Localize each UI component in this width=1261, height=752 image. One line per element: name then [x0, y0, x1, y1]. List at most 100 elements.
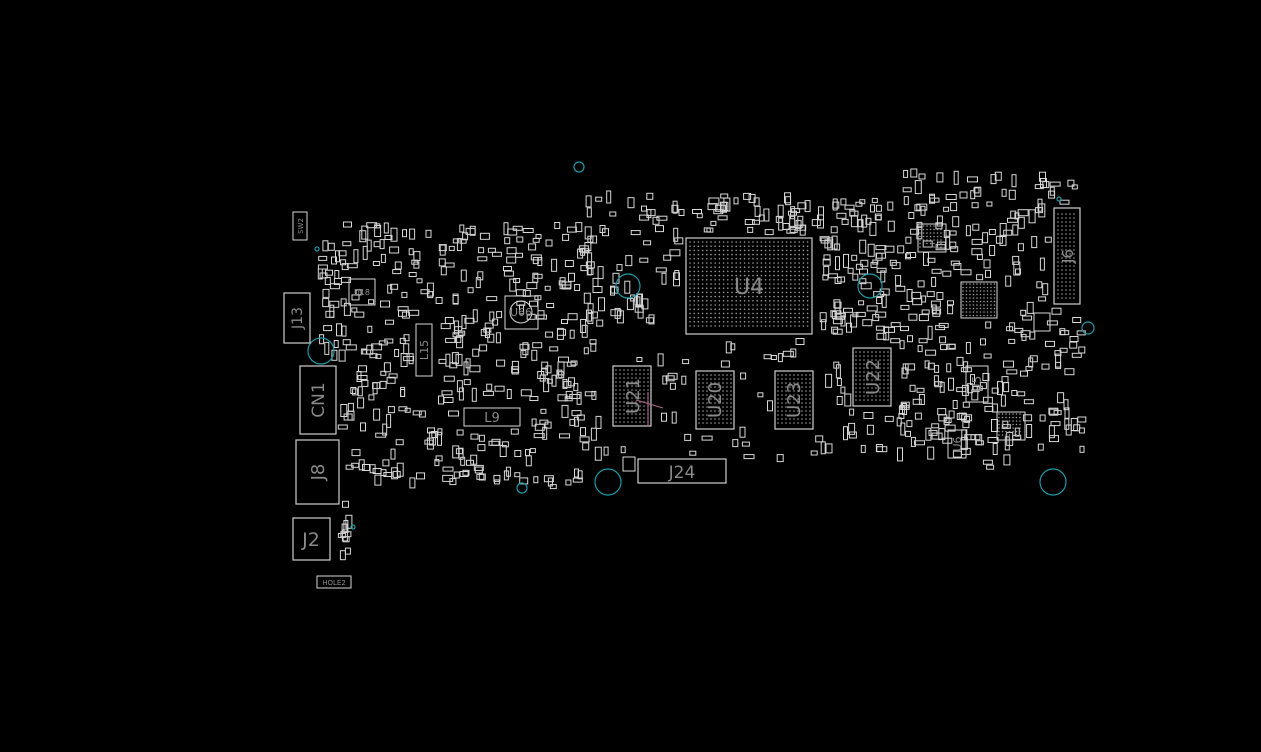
component-u22[interactable]: U22	[852, 347, 892, 407]
bga-ball	[867, 363, 869, 365]
bga-ball	[752, 300, 754, 302]
connector-j6[interactable]: J6	[1053, 207, 1081, 305]
connector-j8[interactable]: J8	[295, 439, 340, 505]
smd-pad	[350, 387, 357, 394]
bga-ball	[631, 401, 633, 403]
mounting-hole[interactable]	[857, 273, 883, 299]
component-u4[interactable]: U4	[685, 237, 813, 335]
component-u66[interactable]: U66	[504, 295, 539, 330]
bga-ball	[727, 283, 729, 285]
component-u21[interactable]: U21	[612, 365, 652, 427]
bga-ball	[635, 413, 637, 415]
bga-ball	[789, 418, 791, 420]
bga-ball	[710, 394, 712, 396]
smd-pad	[343, 302, 351, 316]
bga-ball	[781, 262, 784, 264]
bga-ball	[698, 378, 700, 380]
bga-ball	[993, 286, 996, 289]
bga-ball	[769, 283, 771, 285]
bga-ball	[1073, 273, 1075, 275]
smd-pad	[456, 238, 462, 252]
smd-pad	[534, 423, 545, 431]
bga-ball	[983, 314, 985, 317]
bga-ball	[794, 304, 796, 306]
component-u5[interactable]: U5	[965, 365, 989, 403]
smd-pad	[449, 362, 458, 369]
mounting-hole[interactable]	[307, 337, 335, 365]
bga-ball	[693, 308, 695, 311]
smd-pad	[1009, 322, 1016, 332]
smd-pad	[863, 412, 874, 419]
bga-ball	[798, 266, 800, 269]
smd-pad	[870, 204, 875, 213]
bga-ball	[879, 383, 881, 385]
ic-package[interactable]	[1033, 312, 1051, 332]
connector-j13[interactable]: J13	[283, 292, 311, 344]
bga-ball	[1057, 277, 1059, 279]
bga-ball	[693, 283, 695, 285]
smd-pad	[857, 219, 864, 233]
inductor-l15[interactable]: L15	[415, 323, 433, 377]
component-u23[interactable]: U23	[774, 370, 814, 430]
smd-pad	[832, 318, 843, 325]
bga-ball	[739, 304, 742, 306]
mounting-hole[interactable]	[594, 468, 622, 496]
smd-pad	[372, 382, 381, 390]
ic-package[interactable]	[917, 223, 947, 253]
bga-ball	[1073, 281, 1075, 283]
smd-pad	[455, 448, 463, 455]
bga-ball	[722, 418, 724, 420]
bga-ball	[790, 249, 792, 252]
hole-hole2[interactable]: HOLE2	[316, 575, 352, 589]
mounting-hole[interactable]	[1039, 468, 1067, 496]
bga-ball	[635, 373, 637, 375]
bga-ball	[718, 414, 720, 416]
component-u18[interactable]: U18	[348, 278, 376, 306]
smd-pad	[544, 421, 552, 429]
switch-sw2[interactable]: SW2	[292, 211, 308, 241]
component-u20[interactable]: U20	[695, 370, 735, 430]
connector-j24[interactable]: J24	[637, 458, 727, 484]
bga-ball	[806, 258, 809, 260]
bga-ball	[998, 430, 1000, 433]
bga-ball	[631, 405, 633, 407]
bga-ball	[769, 274, 771, 277]
bga-ball	[1005, 430, 1007, 433]
smd-pad	[519, 343, 530, 350]
mounting-hole[interactable]	[573, 161, 585, 173]
bga-ball	[689, 270, 691, 273]
component-u6[interactable]: U6	[947, 429, 967, 459]
bga-ball	[706, 266, 708, 269]
smd-pad	[720, 360, 730, 368]
bga-ball	[764, 308, 767, 311]
smd-pad	[871, 197, 878, 203]
bga-ball	[801, 382, 803, 384]
smd-pad	[351, 449, 361, 457]
mounting-hole[interactable]	[1081, 321, 1095, 335]
bga-ball	[785, 283, 788, 285]
inductor-l9[interactable]: L9	[463, 407, 521, 427]
bga-ball	[739, 249, 742, 252]
smd-pad	[681, 375, 687, 385]
connector-cn1[interactable]: CN1	[299, 365, 337, 435]
bga-ball	[752, 325, 754, 327]
bga-ball	[789, 402, 791, 404]
mounting-hole[interactable]	[615, 273, 641, 299]
bga-ball	[986, 307, 989, 310]
smd-pad	[479, 232, 490, 240]
bga-ball	[1069, 217, 1071, 219]
bga-ball	[785, 316, 788, 319]
bga-ball	[706, 414, 708, 416]
bga-ball	[806, 304, 809, 306]
smd-pad	[369, 464, 376, 474]
smd-pad	[982, 232, 989, 244]
bga-ball	[871, 375, 873, 377]
ic-package[interactable]	[960, 281, 998, 319]
smd-pad	[590, 235, 598, 244]
connector-j2[interactable]: J2	[292, 517, 331, 561]
smd-pad	[1060, 330, 1070, 336]
mounting-hole[interactable]	[516, 482, 528, 494]
ic-package[interactable]	[996, 411, 1026, 441]
bga-ball	[722, 262, 725, 264]
